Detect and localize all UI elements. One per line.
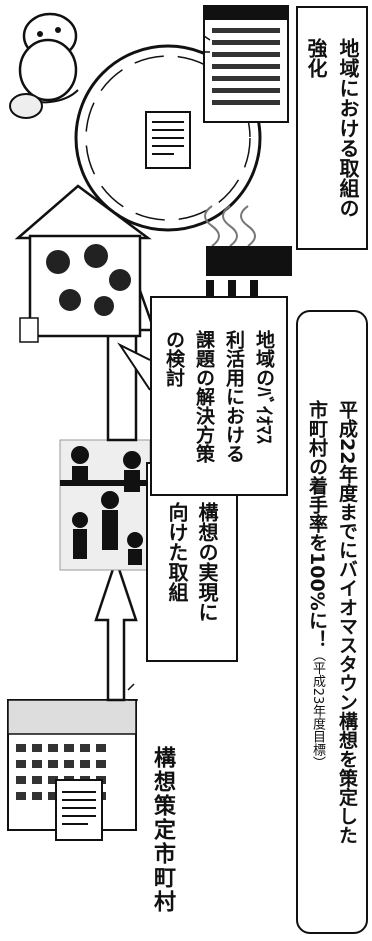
goal-line2-main: 市町村の着手率を100%に！	[306, 399, 328, 649]
biomass-line1: 地域のﾊﾞｲｵﾏｽ	[253, 329, 275, 444]
factory-icon	[204, 205, 292, 310]
implementation-line2: 向けた取組	[165, 502, 189, 602]
speech-bubble-tail	[117, 342, 151, 391]
biomass-line3: 課題の解決方策	[193, 329, 215, 463]
municipality-label: 構想策定市町村	[140, 735, 184, 925]
elderly-people-icon	[9, 12, 79, 119]
family-house-icon	[14, 184, 152, 343]
implementation-line1: 構想の実現に	[195, 502, 219, 622]
municipality-label-text: 構想策定市町村	[150, 746, 175, 914]
cycle-circle	[74, 44, 262, 232]
arrow-icon	[94, 556, 138, 702]
document-icon	[145, 111, 191, 169]
biomass-issues-box: 地域のﾊﾞｲｵﾏｽ 利活用における 課題の解決方策 の検討	[150, 296, 288, 496]
goal-box: 平成22年度までにバイオマスタウン構想を策定した 市町村の着手率を100%に！（…	[296, 310, 368, 934]
meeting-people-icon	[59, 439, 151, 571]
regional-strengthening-box: 地域における取組の 強化	[296, 6, 368, 250]
biomass-line4: の検討	[163, 329, 185, 387]
building-icon	[202, 5, 289, 123]
goal-line2-note: （平成23年度目標）	[310, 648, 325, 770]
biomass-line2: 利活用における	[223, 329, 245, 463]
regional-line1: 地域における取組の	[336, 38, 360, 218]
document-icon	[55, 779, 103, 841]
goal-line1: 平成22年度までにバイオマスタウン構想を策定した	[336, 399, 358, 845]
regional-line2: 強化	[304, 38, 328, 78]
